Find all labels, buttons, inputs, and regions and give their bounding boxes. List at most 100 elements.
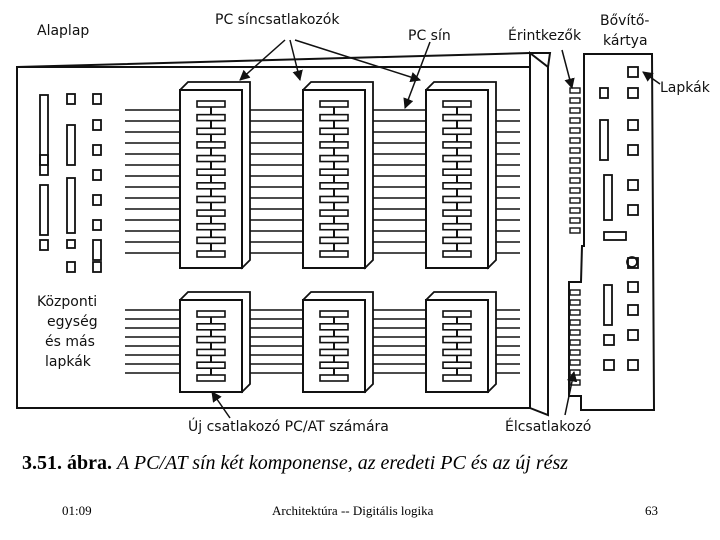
slot-pin [442, 127, 472, 136]
edge-contact [569, 207, 581, 214]
edge-contact [569, 137, 581, 144]
chip [92, 93, 102, 105]
arrow-new-connector [211, 391, 231, 419]
slot-pin [319, 310, 349, 318]
edge-contact [569, 197, 581, 204]
slot-pin [442, 168, 472, 176]
slot-pin [442, 182, 472, 190]
slot-pin [319, 335, 349, 344]
chip [39, 94, 49, 166]
slot-pin [442, 348, 472, 357]
slot-pin [442, 141, 472, 149]
slot-connector [301, 291, 374, 394]
chip [92, 119, 102, 131]
card-chip [627, 304, 639, 316]
chip [66, 261, 76, 273]
edge-contact [569, 359, 581, 366]
slot-pin [196, 236, 226, 245]
motherboard-chips [39, 93, 102, 273]
slot-pin [319, 168, 349, 176]
chip [66, 93, 76, 105]
edge-contact [569, 299, 581, 306]
card-chip [627, 66, 639, 78]
footer-time: 01:09 [62, 503, 92, 518]
arrow-chips [642, 71, 661, 85]
slot-pin [319, 113, 349, 122]
slot-pin [442, 100, 472, 108]
motherboard-top-face [16, 52, 552, 68]
slot-pin [319, 100, 349, 108]
label-cpu-3: és más [45, 334, 95, 350]
slot-connector [301, 81, 374, 270]
card-chip [599, 119, 609, 161]
slot-pin [319, 209, 349, 217]
slot-pin [319, 348, 349, 357]
chip [39, 184, 49, 236]
slot-connectors [178, 81, 497, 394]
chip [92, 144, 102, 156]
slot-pin [319, 222, 349, 231]
card-circle [626, 256, 638, 268]
slot-pin [196, 335, 226, 344]
arrow-contacts [561, 49, 575, 90]
card-chip [627, 329, 639, 341]
edge-contact [569, 289, 581, 296]
edge-contact [569, 309, 581, 316]
slot-pin [196, 361, 226, 370]
slot-pin [442, 113, 472, 122]
label-edge-connector: Élcsatlakozó [505, 418, 591, 435]
edge-contact [569, 127, 581, 134]
slot-pin [196, 310, 226, 318]
chip [39, 154, 49, 176]
edge-contact [569, 157, 581, 164]
arrow-pc-connector-3 [294, 39, 422, 83]
edge-connector-contacts [569, 87, 581, 386]
chip [92, 219, 102, 231]
card-chip [603, 284, 613, 326]
slot-pin [196, 182, 226, 190]
slot-pin [442, 361, 472, 370]
slot-pin [196, 222, 226, 231]
edge-contact [569, 167, 581, 174]
slot-pin [442, 209, 472, 217]
slot-pin [196, 374, 226, 382]
label-expansion-card-1: Bővítő- [600, 13, 649, 29]
caption-number: 3.51. ábra. [22, 452, 112, 474]
footer-title: Architektúra -- Digitális logika [272, 503, 434, 518]
edge-contact [569, 187, 581, 194]
edge-contact [569, 329, 581, 336]
slot-pin [442, 236, 472, 245]
label-motherboard: Alaplap [37, 23, 89, 39]
card-chip [627, 179, 639, 191]
chip [66, 177, 76, 234]
slot-pin [196, 113, 226, 122]
slot-connector [424, 291, 497, 394]
slot-pin [319, 236, 349, 245]
slot-pin [196, 100, 226, 108]
slot-pin [319, 127, 349, 136]
label-chips: Lapkák [660, 80, 711, 96]
label-contacts: Érintkezők [508, 27, 582, 44]
caption-text: A PC/AT sín két komponense, az eredeti P… [117, 452, 569, 474]
slot-connector [178, 81, 251, 270]
label-cpu-1: Központi [37, 294, 97, 310]
card-chip [627, 204, 639, 216]
card-chip [627, 281, 639, 293]
card-chip [627, 144, 639, 156]
slot-pin [196, 250, 226, 258]
slot-pin [442, 222, 472, 231]
edge-contact [569, 147, 581, 154]
card-chip [627, 359, 639, 371]
slot-pin [442, 310, 472, 318]
chip [66, 239, 76, 249]
slot-pin [196, 195, 226, 204]
slot-pin [319, 361, 349, 370]
slot-pin [196, 209, 226, 217]
slot-pin [319, 182, 349, 190]
pc-at-bus-diagram: Alaplap PC síncsatlakozók PC sín Érintke… [16, 12, 711, 435]
card-chip [603, 174, 613, 221]
slot-pin [319, 374, 349, 382]
card-chip [627, 257, 639, 269]
slot-pin [442, 335, 472, 344]
expansion-card-chips [599, 66, 639, 371]
